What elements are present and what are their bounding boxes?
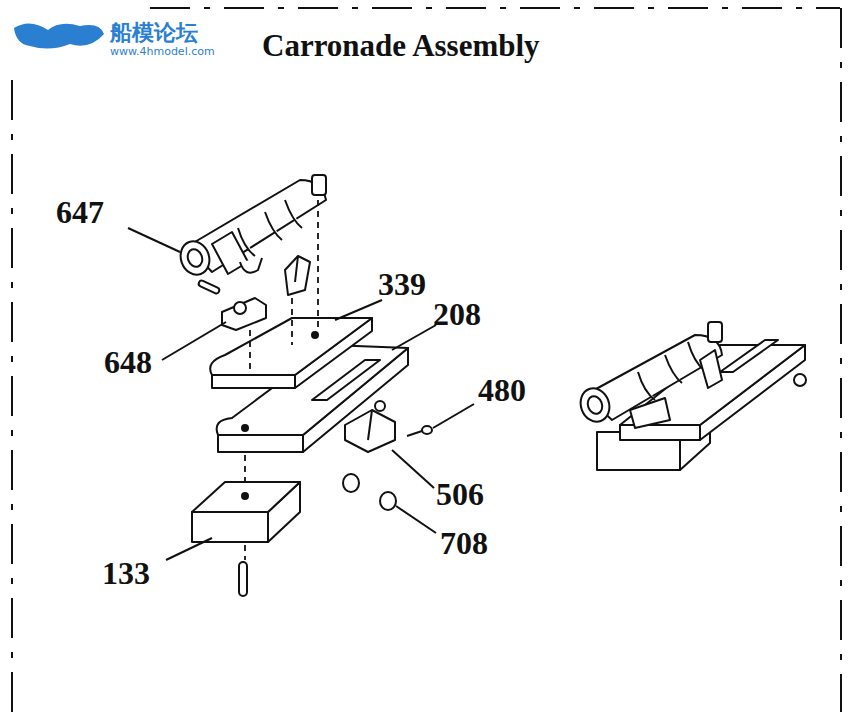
callout-number: 647 [56, 194, 104, 230]
callout-number-wrap: 648 [104, 346, 152, 378]
diagram-title-wrap: Carronade Assembly [262, 30, 540, 61]
callout-number-wrap: 506 [436, 478, 484, 510]
callout-number: 208 [433, 296, 481, 332]
callout-number: 708 [440, 525, 488, 561]
callout-number: 339 [378, 266, 426, 302]
callout-number-wrap: 339 [378, 268, 426, 300]
watermark: 船模论坛 [110, 20, 198, 45]
callout-number-wrap: 647 [56, 196, 104, 228]
diagram-title: Carronade Assembly [262, 28, 540, 63]
callout-number-wrap: 208 [433, 298, 481, 330]
callout-number: 480 [478, 372, 526, 408]
callout-number: 133 [102, 555, 150, 591]
watermark-url-wrap: www.4hmodel.com [110, 46, 215, 57]
watermark-wrap: 船模论坛 [110, 22, 198, 44]
callout-number: 506 [436, 476, 484, 512]
callout-number-wrap: 133 [102, 557, 150, 589]
callout-number-wrap: 708 [440, 527, 488, 559]
watermark-url: www.4hmodel.com [110, 45, 215, 58]
callout-number: 648 [104, 344, 152, 380]
callout-number-wrap: 480 [478, 374, 526, 406]
